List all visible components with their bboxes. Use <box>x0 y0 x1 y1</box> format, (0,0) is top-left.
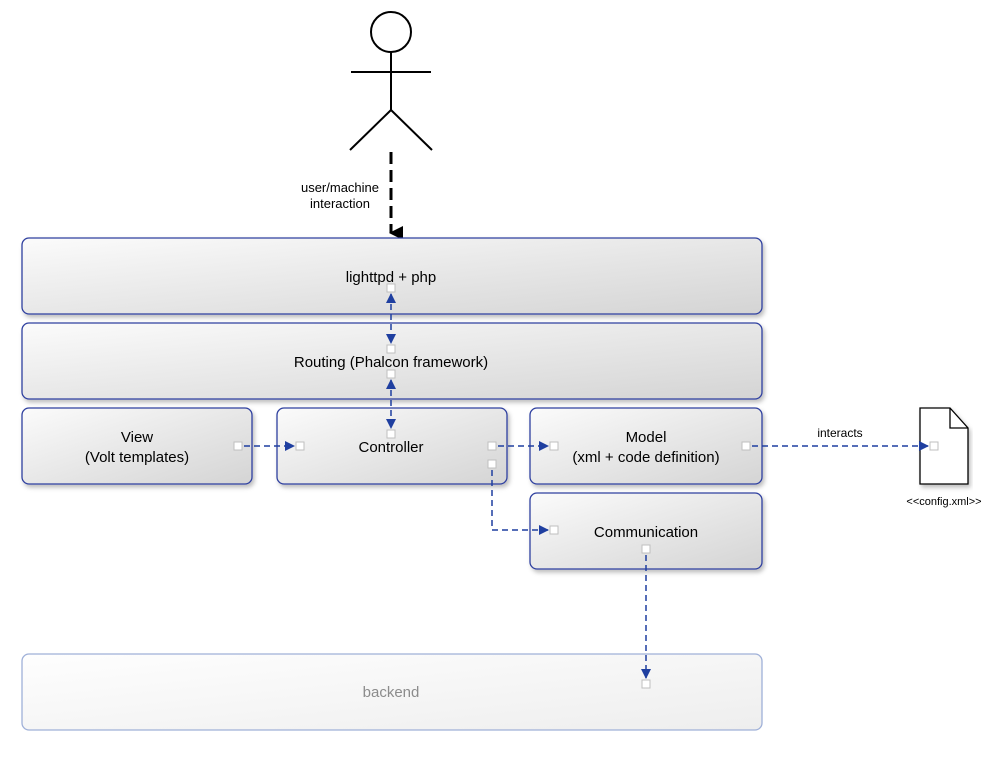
port-routing-bottom <box>386 369 396 379</box>
view-label-line1: View <box>121 429 153 446</box>
routing-label: Routing (Phalcon framework) <box>294 354 488 371</box>
view-box: View (Volt templates) <box>21 407 253 485</box>
model-label-line1: Model <box>626 429 667 446</box>
routing-box: Routing (Phalcon framework) <box>21 322 763 400</box>
model-label-line2: (xml + code definition) <box>572 449 719 466</box>
port-controller-top <box>386 429 396 439</box>
port-lighttpd <box>386 283 396 293</box>
port-communication-bottom <box>641 544 651 554</box>
backend-label: backend <box>363 684 420 701</box>
actor-figure <box>349 11 433 151</box>
port-communication-left <box>549 525 559 535</box>
view-label-line2: (Volt templates) <box>85 449 189 466</box>
interaction-label-line1: user/machine <box>301 180 379 195</box>
actor-right-leg <box>390 109 433 151</box>
interacts-label: interacts <box>817 426 862 440</box>
interaction-label-line2: interaction <box>310 196 370 211</box>
actor-head <box>370 11 412 53</box>
controller-box: Controller <box>276 407 508 485</box>
port-view-right <box>233 441 243 451</box>
backend-box: backend <box>21 653 763 731</box>
communication-label: Communication <box>594 524 698 541</box>
actor-left-leg <box>349 109 392 151</box>
port-model-left <box>549 441 559 451</box>
port-controller-left <box>295 441 305 451</box>
communication-box: Communication <box>529 492 763 570</box>
port-model-right <box>741 441 751 451</box>
model-box: Model (xml + code definition) <box>529 407 763 485</box>
lighttpd-box: lighttpd + php <box>21 237 763 315</box>
config-file-icon: <<config.xml>> <box>906 407 982 508</box>
ports <box>233 283 939 689</box>
lighttpd-label: lighttpd + php <box>346 269 437 286</box>
port-routing-top <box>386 344 396 354</box>
port-controller-right <box>487 441 497 451</box>
controller-label: Controller <box>358 439 423 456</box>
port-controller-bottom <box>487 459 497 469</box>
port-config <box>929 441 939 451</box>
connector-controller-communication <box>491 470 549 535</box>
port-backend <box>641 679 651 689</box>
config-file-label: <<config.xml>> <box>906 496 981 508</box>
connectors <box>244 293 929 679</box>
